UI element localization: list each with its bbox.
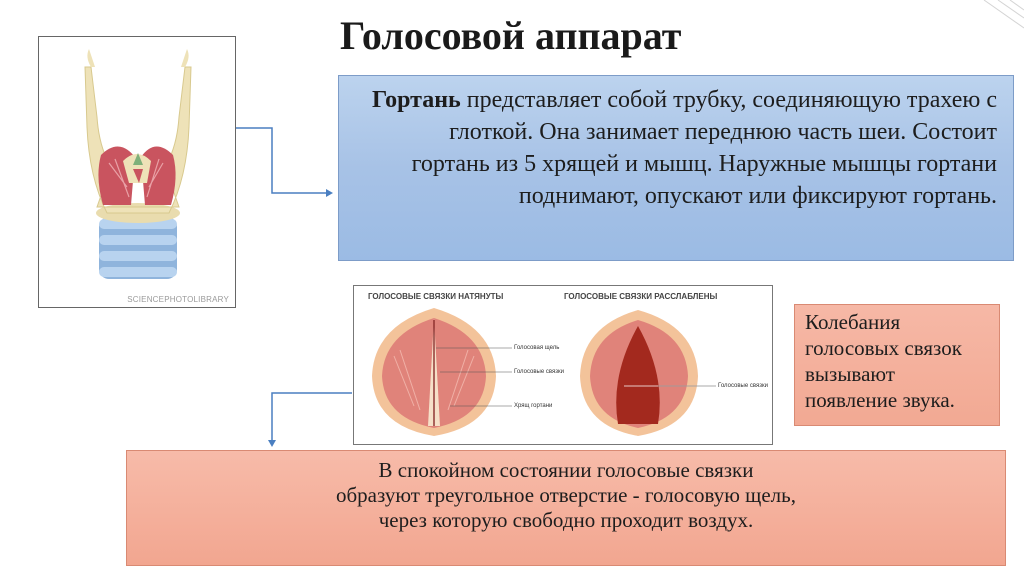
sound-note-box: Колебания голосовых связок вызывают появ…: [794, 304, 1000, 426]
arrow-head-right: [326, 189, 333, 197]
vocal-cords-tense: [372, 308, 512, 436]
glottis-note-box: В спокойном состоянии голосовые связки о…: [126, 450, 1006, 566]
larynx-description-box: Гортань представляет собой трубку, соеди…: [338, 75, 1014, 261]
connector-bottom: [271, 392, 352, 440]
larynx-description: представляет собой трубку, соединяющую т…: [411, 87, 997, 209]
caption-relaxed: ГОЛОСОВЫЕ СВЯЗКИ РАССЛАБЛЕНЫ: [564, 292, 718, 301]
page-title: Голосовой аппарат: [340, 13, 682, 58]
caption-tense: ГОЛОСОВЫЕ СВЯЗКИ НАТЯНУТЫ: [368, 292, 504, 301]
larynx-illustration: [84, 49, 192, 279]
glottis-note-line-2: образуют треугольное отверстие - голосов…: [335, 483, 796, 507]
glottis-note-line-1: В спокойном состоянии голосовые связки: [378, 458, 754, 482]
arrow-head-down: [268, 440, 276, 447]
vocal-cords-illustration: [372, 308, 716, 436]
glottis-note-line-3: через которую свободно проходит воздух.: [378, 508, 754, 532]
label-glottis: Голосовая щель: [514, 345, 560, 351]
image-credit: SCIENCEPHOTOLIBRARY: [127, 295, 229, 304]
vocal-cords-image: ГОЛОСОВЫЕ СВЯЗКИ НАТЯНУТЫ ГОЛОСОВЫЕ СВЯЗ…: [353, 285, 773, 445]
label-vocal-cords-relaxed: Голосовые связки: [718, 383, 768, 389]
label-cartilage: Хрящ гортани: [514, 403, 553, 409]
label-vocal-cords: Голосовые связки: [514, 369, 564, 375]
connector-top: [236, 127, 326, 194]
larynx-image: SCIENCEPHOTOLIBRARY: [38, 36, 236, 308]
larynx-term: Гортань: [371, 87, 461, 113]
corner-decoration: [983, 0, 1024, 29]
vocal-cords-relaxed: [580, 310, 716, 436]
